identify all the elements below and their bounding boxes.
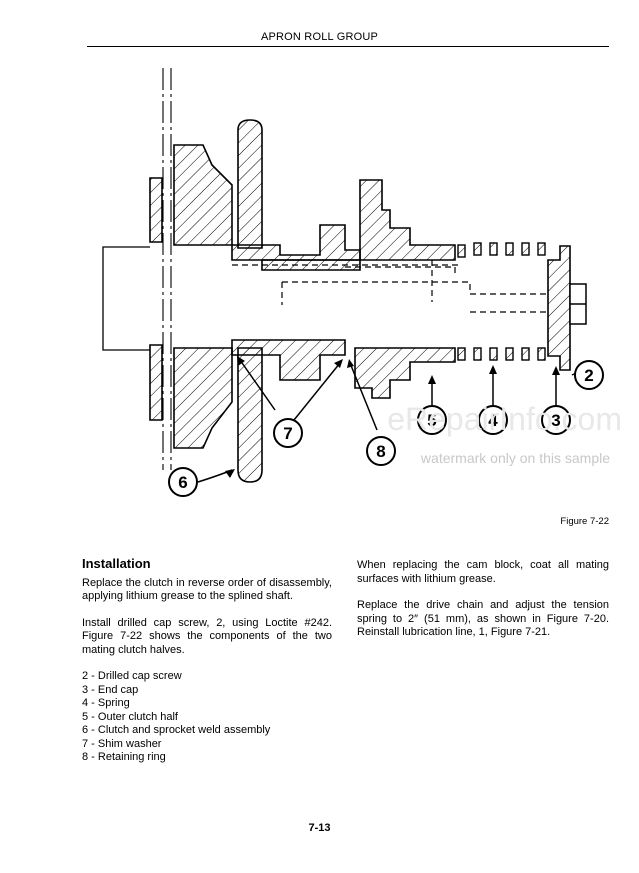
callout-2: 2 (574, 360, 604, 390)
shaft-centerlines (162, 68, 172, 470)
callout-3: 3 (541, 405, 571, 435)
right-column: When replacing the cam block, coat all m… (357, 557, 609, 653)
callout-8: 8 (366, 436, 396, 466)
svg-text:8: 8 (376, 442, 385, 461)
page-header-title: APRON ROLL GROUP (260, 31, 379, 43)
parts-list-item: 2 - Drilled cap screw (82, 670, 182, 682)
arrowheads (225, 356, 585, 478)
sprocket-weld-assembly (149, 119, 263, 483)
end-cap (547, 245, 571, 371)
parts-list-item: 6 - Clutch and sprocket weld assembly (82, 724, 271, 736)
parts-list-item: 4 - Spring (82, 697, 130, 709)
parts-list-item: 7 - Shim washer (82, 737, 162, 750)
callout-7: 7 (273, 418, 303, 448)
parts-list: 2 - Drilled cap screw 3 - End cap 4 - Sp… (82, 670, 332, 765)
clutch-hub (231, 224, 361, 381)
installation-paragraph-1: Replace the clutch in reverse order of d… (82, 576, 332, 603)
parts-list-item: 3 - End cap (82, 683, 139, 696)
figure-caption: Figure 7-22 (560, 516, 609, 527)
right-paragraph-2: Replace the drive chain and adjust the t… (357, 599, 609, 638)
clutch-assembly-diagram: 2 3 4 5 6 7 8 eRepairInfo.com watermark … (102, 68, 622, 497)
svg-text:2: 2 (584, 366, 593, 385)
watermark-note: watermark only on this sample (420, 450, 610, 466)
callout-5: 5 (417, 405, 447, 435)
callout-6: 6 (168, 467, 198, 497)
left-column: Installation Replace the clutch in rever… (82, 557, 332, 765)
outer-clutch-half (354, 179, 456, 399)
spring-coils (457, 242, 546, 361)
svg-text:3: 3 (551, 411, 560, 430)
page-number: 7-13 (308, 822, 331, 834)
svg-text:6: 6 (178, 473, 187, 492)
right-paragraph-1: When replacing the cam block, coat all m… (357, 559, 609, 585)
installation-paragraph-2: Install drilled cap screw, 2, using Loct… (82, 616, 332, 656)
svg-text:4: 4 (488, 411, 498, 430)
shaft-hidden-lines (232, 260, 548, 313)
parts-list-item: 5 - Outer clutch half (82, 710, 178, 723)
svg-text:5: 5 (427, 411, 436, 430)
svg-text:7: 7 (283, 424, 292, 443)
parts-list-item: 8 - Retaining ring (82, 751, 166, 763)
installation-heading: Installation (82, 556, 151, 571)
bracket-line (102, 246, 150, 351)
header-rule (87, 46, 609, 47)
drilled-cap-screw (569, 283, 587, 325)
watermark-text: eRepairInfo.com (387, 401, 622, 437)
callout-4: 4 (478, 405, 508, 435)
